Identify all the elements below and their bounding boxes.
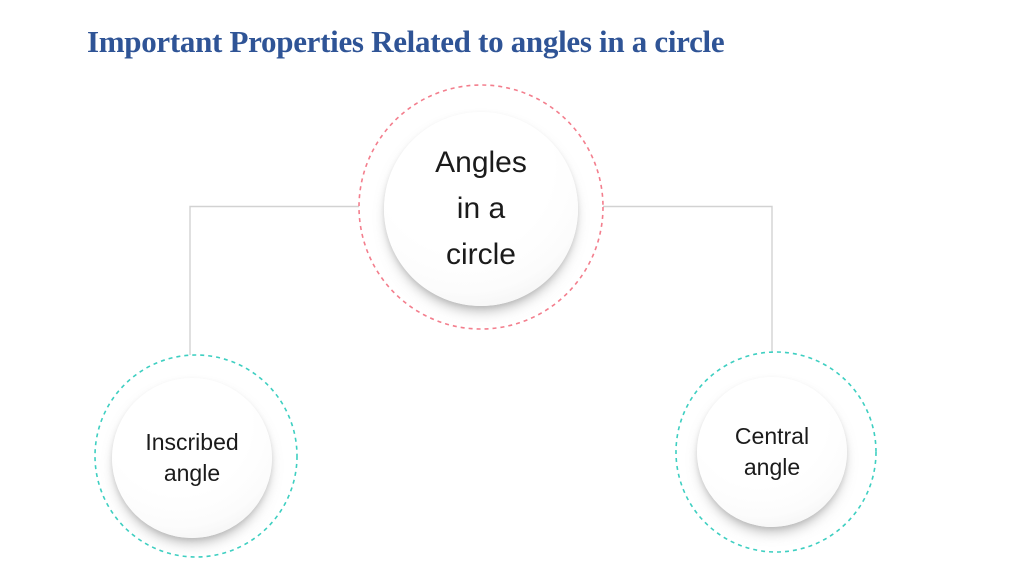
inscribed-node-dashed-ring xyxy=(94,354,298,558)
root-node-dashed-ring xyxy=(358,84,604,330)
node-central-angle-label: Central angle xyxy=(734,423,810,480)
page-title: Important Properties Related to angles i… xyxy=(87,24,725,59)
node-angles-in-a-circle: Angles in a circle xyxy=(384,112,578,306)
connector-left-elbow xyxy=(189,205,359,355)
node-angles-in-a-circle-label: Angles in a circle xyxy=(435,146,527,271)
node-inscribed-angle-label: Inscribed angle xyxy=(145,429,239,486)
connector-right-elbow xyxy=(603,205,773,352)
central-node-dashed-ring xyxy=(675,351,877,553)
node-inscribed-angle: Inscribed angle xyxy=(112,378,272,538)
node-central-angle: Central angle xyxy=(697,377,847,527)
